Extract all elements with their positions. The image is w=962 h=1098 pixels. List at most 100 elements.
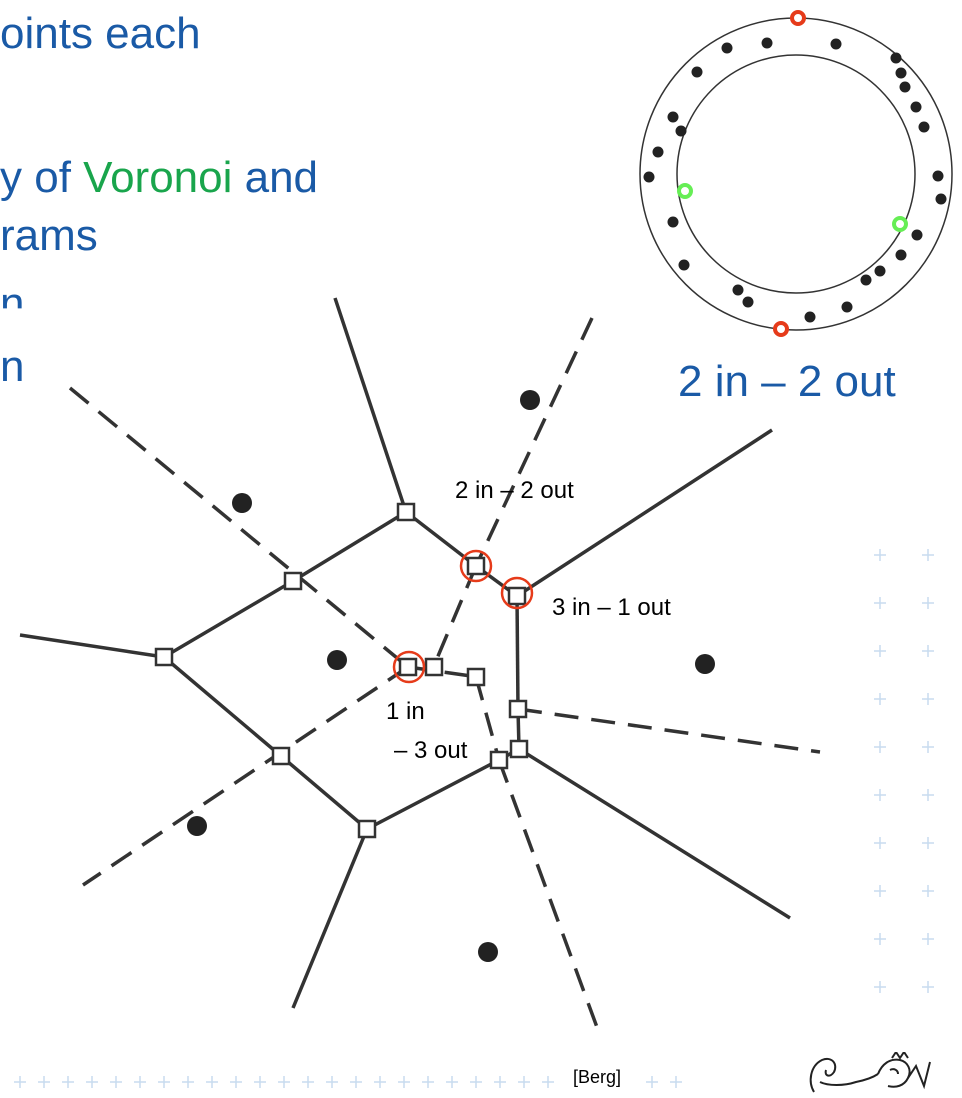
decorative-cross bbox=[874, 741, 886, 753]
decorative-cross bbox=[14, 1076, 26, 1088]
site-dot bbox=[187, 816, 207, 836]
decorative-cross bbox=[374, 1076, 386, 1088]
annulus-figure bbox=[639, 10, 953, 337]
site-dot bbox=[478, 942, 498, 962]
voronoi-edge bbox=[516, 428, 773, 598]
delaunay-edge bbox=[497, 759, 600, 1031]
square-vertex-icon bbox=[489, 750, 509, 770]
delaunay-edge bbox=[431, 565, 478, 669]
decorative-cross bbox=[922, 837, 934, 849]
decorative-cross bbox=[922, 693, 934, 705]
highlight-circle bbox=[392, 650, 426, 684]
decorative-cross bbox=[646, 1076, 658, 1088]
voronoi-edges bbox=[19, 297, 791, 1009]
square-vertex-icon bbox=[357, 819, 377, 839]
green-ring-marker bbox=[892, 216, 908, 232]
site-dot bbox=[327, 650, 347, 670]
red-ring-marker bbox=[790, 10, 806, 26]
square-vertex-icon bbox=[271, 746, 291, 766]
inner-circle bbox=[676, 54, 916, 294]
decorative-cross bbox=[670, 1076, 682, 1088]
decorative-cross bbox=[874, 981, 886, 993]
voronoi-edge bbox=[366, 758, 500, 831]
label-one-in: 1 in bbox=[386, 698, 425, 725]
voronoi-edge bbox=[163, 579, 294, 659]
highlight-circles bbox=[392, 549, 534, 684]
decorative-cross bbox=[350, 1076, 362, 1088]
voronoi-edge bbox=[515, 595, 520, 710]
decorative-cross bbox=[874, 885, 886, 897]
annulus-caption: 2 in – 2 out bbox=[678, 357, 896, 406]
label-two-in-two-out: 2 in – 2 out bbox=[455, 477, 574, 504]
decorative-cross bbox=[922, 789, 934, 801]
site-dot bbox=[520, 390, 540, 410]
decorative-cross bbox=[874, 837, 886, 849]
green-ring-marker bbox=[677, 183, 693, 199]
decorative-cross bbox=[874, 645, 886, 657]
square-vertex-icon bbox=[466, 556, 486, 576]
label-three-in-one-out: 3 in – 1 out bbox=[552, 594, 671, 621]
heading-line-3: rams bbox=[0, 211, 98, 260]
delaunay-edge bbox=[407, 665, 479, 679]
site-dot bbox=[695, 654, 715, 674]
square-vertex-icon bbox=[509, 739, 529, 759]
delaunay-edges bbox=[68, 317, 821, 1031]
decorative-cross bbox=[922, 549, 934, 561]
decorative-cross bbox=[922, 741, 934, 753]
decorative-cross bbox=[922, 597, 934, 609]
citation-credit: [Berg] bbox=[573, 1067, 622, 1087]
heading-line-2-prefix: y of bbox=[0, 153, 84, 202]
decorative-cross bbox=[542, 1076, 554, 1088]
decorative-cross bbox=[134, 1076, 146, 1088]
decorative-cross bbox=[86, 1076, 98, 1088]
delaunay-edge bbox=[68, 386, 410, 669]
decorative-cross bbox=[874, 549, 886, 561]
decorative-cross bbox=[398, 1076, 410, 1088]
decorative-cross bbox=[254, 1076, 266, 1088]
decorative-cross bbox=[470, 1076, 482, 1088]
decorative-cross bbox=[62, 1076, 74, 1088]
decorative-cross bbox=[422, 1076, 434, 1088]
decorative-cross bbox=[874, 789, 886, 801]
decorative-cross bbox=[922, 885, 934, 897]
ctu-lion-logo-icon bbox=[809, 1052, 931, 1093]
voronoi-edge bbox=[333, 297, 408, 513]
decorative-cross bbox=[182, 1076, 194, 1088]
decorative-cross bbox=[874, 597, 886, 609]
delaunay-edge bbox=[474, 676, 501, 761]
square-vertex-icon bbox=[154, 647, 174, 667]
square-vertex-icon bbox=[466, 667, 486, 687]
delaunay-edge bbox=[474, 317, 594, 567]
highlight-circle bbox=[500, 576, 534, 610]
outer-circle bbox=[639, 17, 953, 331]
heading-line-2: y of Voronoi and bbox=[0, 156, 318, 200]
delaunay-edge bbox=[517, 707, 821, 754]
decorative-cross bbox=[874, 693, 886, 705]
decorative-cross bbox=[922, 981, 934, 993]
heading-line-5: n bbox=[0, 342, 25, 391]
heading-line-2-suffix: and bbox=[232, 153, 319, 202]
voronoi-edge bbox=[518, 747, 791, 920]
decorative-crosses bbox=[14, 549, 934, 1088]
square-vertex-icon bbox=[398, 657, 418, 677]
decorative-cross bbox=[446, 1076, 458, 1088]
decorative-cross bbox=[922, 645, 934, 657]
decorative-cross bbox=[302, 1076, 314, 1088]
decorative-cross bbox=[38, 1076, 50, 1088]
voronoi-edge bbox=[162, 655, 283, 758]
decorative-cross bbox=[518, 1076, 530, 1088]
voronoi-edge bbox=[19, 633, 165, 659]
decorative-cross bbox=[230, 1076, 242, 1088]
annulus-marked-points bbox=[677, 10, 908, 337]
decorative-cross bbox=[278, 1076, 290, 1088]
site-dot bbox=[232, 493, 252, 513]
square-vertex-icon bbox=[508, 699, 528, 719]
decorative-cross bbox=[326, 1076, 338, 1088]
label-three-out: – 3 out bbox=[394, 737, 468, 764]
voronoi-edge bbox=[404, 510, 478, 568]
square-vertex-icon bbox=[396, 502, 416, 522]
vertices bbox=[154, 502, 529, 839]
square-vertex-icon bbox=[507, 586, 527, 606]
heading-line-1: oints each bbox=[0, 9, 201, 58]
